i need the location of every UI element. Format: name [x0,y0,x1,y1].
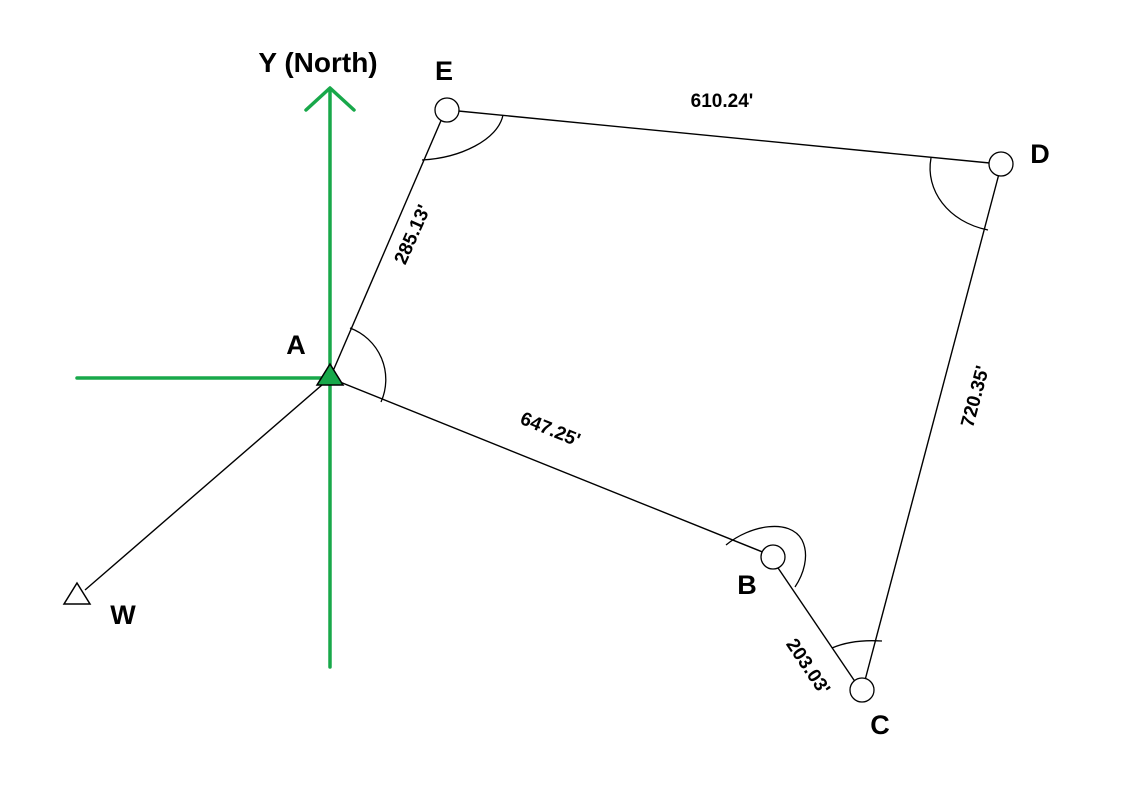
angle-arc-B [725,525,807,588]
angle-arc-A [349,327,387,403]
north-axis-label: Y (North) [258,47,377,78]
angle-arc-E [421,114,504,161]
label-D: D [1030,139,1050,169]
origin-triangle-icon [315,362,345,386]
distance-EA: 285.13' [391,202,436,268]
station-C-icon [849,677,875,703]
distance-labels: 610.24' 285.13' 647.25' 720.35' 203.03' [391,91,994,699]
station-B-icon [760,544,786,570]
angle-arcs [349,114,989,649]
label-W: W [110,600,136,630]
edge-B-C [773,561,859,687]
edge-C-D [863,169,1001,685]
north-arrow-icon [304,86,356,112]
distance-BC: 203.03' [781,635,833,699]
label-C: C [870,710,890,740]
edge-E-A [329,115,444,379]
backsight-triangle-icon [62,581,92,605]
edge-A-W [84,377,331,591]
station-E-icon [434,97,460,123]
distance-DE: 610.24' [691,91,754,112]
stations [62,97,1014,703]
distance-CD: 720.35' [957,364,993,430]
edge-A-B [329,377,771,556]
traverse-edges [84,109,1001,687]
label-E: E [435,56,453,86]
distance-AB: 647.25' [517,408,583,451]
label-A: A [286,330,306,360]
angle-arc-C [831,640,883,649]
coordinate-axes: Y (North) [75,47,378,669]
angle-arc-D [929,157,989,231]
edge-D-E [447,109,1001,165]
label-B: B [737,570,757,600]
station-D-icon [988,151,1014,177]
point-labels: A B C D E W [110,56,1049,740]
